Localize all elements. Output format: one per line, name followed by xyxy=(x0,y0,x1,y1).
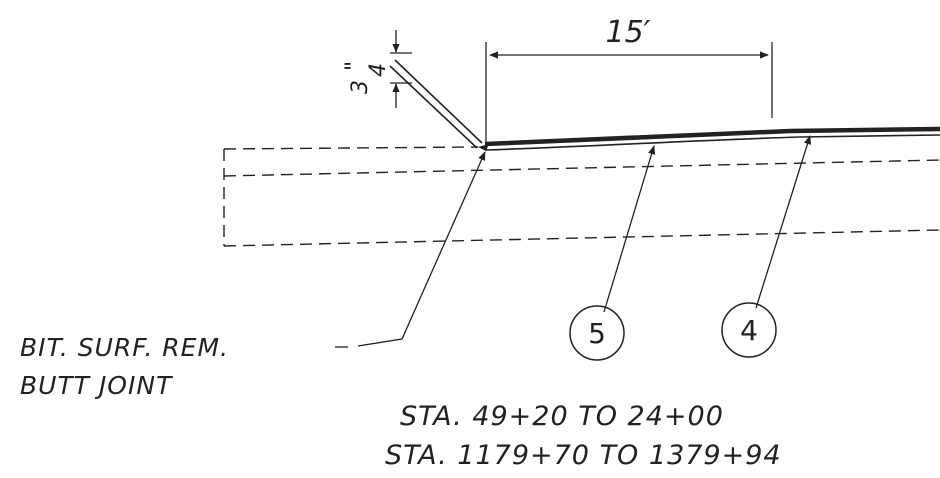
existing-pavement-dashed-outline xyxy=(223,146,940,247)
callout-4-leader xyxy=(755,135,812,309)
callout-4-circle xyxy=(721,302,777,358)
dashed-bottom-line xyxy=(223,229,940,247)
callout-5-number: 5 xyxy=(588,317,606,350)
overlay-surface xyxy=(478,126,940,151)
label-bit-surf-rem: BIT. SURF. REM. xyxy=(20,333,229,362)
callout-5-circle xyxy=(569,305,625,361)
overlay-thick-line xyxy=(484,126,940,147)
butt-joint-leader-main xyxy=(357,151,486,347)
dashed-middle-line xyxy=(223,159,940,177)
length-dimension xyxy=(485,42,773,142)
thickness-denominator: 4 xyxy=(366,63,391,77)
callout-4: 4 xyxy=(721,302,777,358)
callout-4-number: 4 xyxy=(740,314,758,347)
label-butt-joint: BUTT JOINT xyxy=(20,371,173,400)
station-range-2: STA. 1179+70 TO 1379+94 xyxy=(385,440,782,471)
dashed-top-line xyxy=(223,146,479,150)
taper-double-line xyxy=(389,59,483,149)
length-dimension-text: 15′ xyxy=(606,15,651,50)
thickness-unit: " xyxy=(342,61,367,71)
callout-5-leader xyxy=(603,145,656,313)
leader-lines xyxy=(335,135,812,348)
station-range-1: STA. 49+20 TO 24+00 xyxy=(400,401,724,432)
butt-joint-point xyxy=(478,144,489,151)
overlay-thin-line xyxy=(485,134,940,151)
thickness-dimension-text: 3 4 " xyxy=(342,61,391,94)
thickness-numerator: 3 xyxy=(348,80,373,94)
thickness-dimension xyxy=(390,30,412,108)
callout-5: 5 xyxy=(569,305,625,361)
